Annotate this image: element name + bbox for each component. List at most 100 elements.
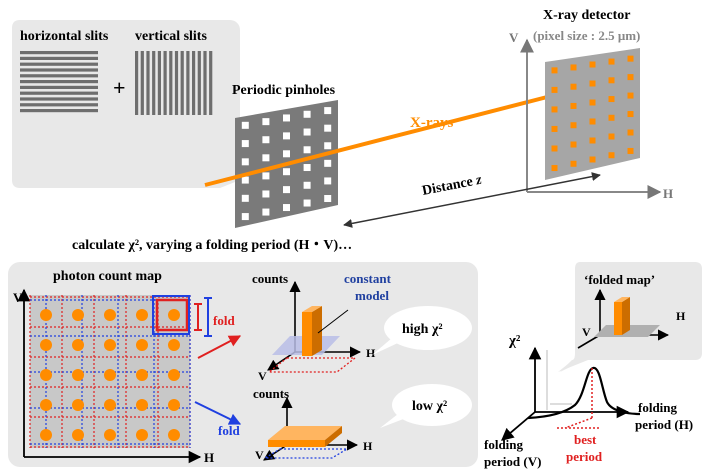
detector-hit (608, 114, 615, 121)
horizontal-slit-bar (20, 51, 98, 55)
pinhole (262, 118, 270, 126)
detector-hit (589, 99, 596, 106)
photon-spot (168, 369, 180, 381)
chi-curve (527, 366, 641, 420)
low-chi-bubble (380, 384, 472, 428)
fold-cell-red (155, 298, 189, 332)
best-period-label-1: best (574, 432, 597, 447)
photon-spot (168, 399, 180, 411)
period-v-label-2: period (V) (484, 454, 541, 469)
pinhole (303, 146, 311, 154)
pinhole (303, 128, 311, 136)
pinhole (262, 208, 270, 216)
photon-spot (104, 429, 116, 441)
vertical-slit-bar (146, 51, 150, 115)
vertical-slit-bar (197, 51, 201, 115)
detector-hit (570, 64, 577, 71)
horizontal-slit-bar (20, 91, 98, 95)
fold-arrow-high (197, 335, 242, 359)
xray-label: X-rays (410, 115, 453, 131)
detector-hit (608, 152, 615, 159)
detector-hit (627, 55, 634, 62)
pinholes-label: Periodic pinholes (232, 83, 336, 98)
pinhole (324, 177, 332, 185)
distance-arrow (343, 172, 601, 228)
plus-sign: + (113, 75, 126, 100)
photon-spot (40, 309, 52, 321)
high-bar-side (312, 306, 322, 356)
photon-spot (40, 399, 52, 411)
pinhole (262, 136, 270, 144)
detector-hit (551, 86, 558, 93)
low-slab-side (325, 426, 342, 447)
low-h-label: H (363, 439, 373, 453)
detector-hit (627, 74, 634, 81)
vertical-slit-bar (135, 51, 139, 115)
detector-hit (627, 129, 634, 136)
period-bracket-red (194, 303, 202, 331)
pinhole (262, 190, 270, 198)
vertical-slit-bar (163, 51, 167, 115)
photon-spot (136, 399, 148, 411)
detector-hit (551, 165, 558, 172)
pinhole (241, 176, 249, 184)
photon-map-title: photon count map (53, 269, 162, 284)
high-bar-top (302, 306, 322, 312)
detector-hit (608, 133, 615, 140)
pinhole (303, 199, 311, 207)
horizontal-slit-bar (20, 56, 98, 60)
pinhole (241, 194, 249, 202)
low-fold-base (262, 448, 350, 459)
photon-spot (136, 429, 148, 441)
fold-label-high: fold (213, 313, 235, 328)
detector-hit (589, 61, 596, 68)
pinhole (303, 181, 311, 189)
photon-spot (72, 309, 84, 321)
pinhole (283, 168, 290, 176)
high-fold-base (267, 357, 357, 373)
xray-detector (520, 38, 662, 199)
period-h-label-1: folding (638, 400, 678, 415)
folded-plot-high (267, 280, 362, 373)
detector-hit (570, 102, 577, 109)
detector-v-label: V (509, 30, 519, 45)
pinhole (324, 159, 332, 167)
low-slab-front (268, 440, 325, 447)
detector-hit (589, 156, 596, 163)
photon-spot (40, 429, 52, 441)
photon-spot (72, 369, 84, 381)
pinhole (324, 195, 332, 203)
photon-spot (136, 369, 148, 381)
detector-hit (551, 67, 558, 74)
photon-spot (104, 339, 116, 351)
detector-hit (551, 125, 558, 132)
detector-hit (589, 137, 596, 144)
photon-spot (72, 339, 84, 351)
vertical-slit-bar (186, 51, 190, 115)
folded-bar-side (622, 297, 630, 335)
photon-spot (168, 429, 180, 441)
pinhole (283, 114, 290, 122)
low-slab-top (268, 426, 342, 440)
detector-hit (570, 141, 577, 148)
vertical-slit-bar (192, 51, 196, 115)
photon-spot (40, 369, 52, 381)
horizontal-slit-bar (20, 68, 98, 72)
photon-spot (104, 309, 116, 321)
slits-panel: horizontal slits vertical slits + (12, 20, 240, 188)
period-bracket-blue (204, 297, 212, 337)
high-bar-front (302, 312, 312, 356)
detector-h-label: H (663, 186, 673, 201)
pinhole (283, 186, 290, 194)
pinhole (241, 121, 249, 129)
detector-hit (551, 106, 558, 113)
pinhole (303, 110, 311, 118)
high-counts-label: counts (252, 271, 288, 286)
horizontal-slit-bar (20, 62, 98, 66)
photon-spot (136, 339, 148, 351)
pinhole (241, 140, 249, 148)
horizontal-slit-bar (20, 80, 98, 84)
detector-plate (545, 48, 640, 180)
detector-pixel-size: (pixel size : 2.5 μm) (533, 28, 640, 43)
